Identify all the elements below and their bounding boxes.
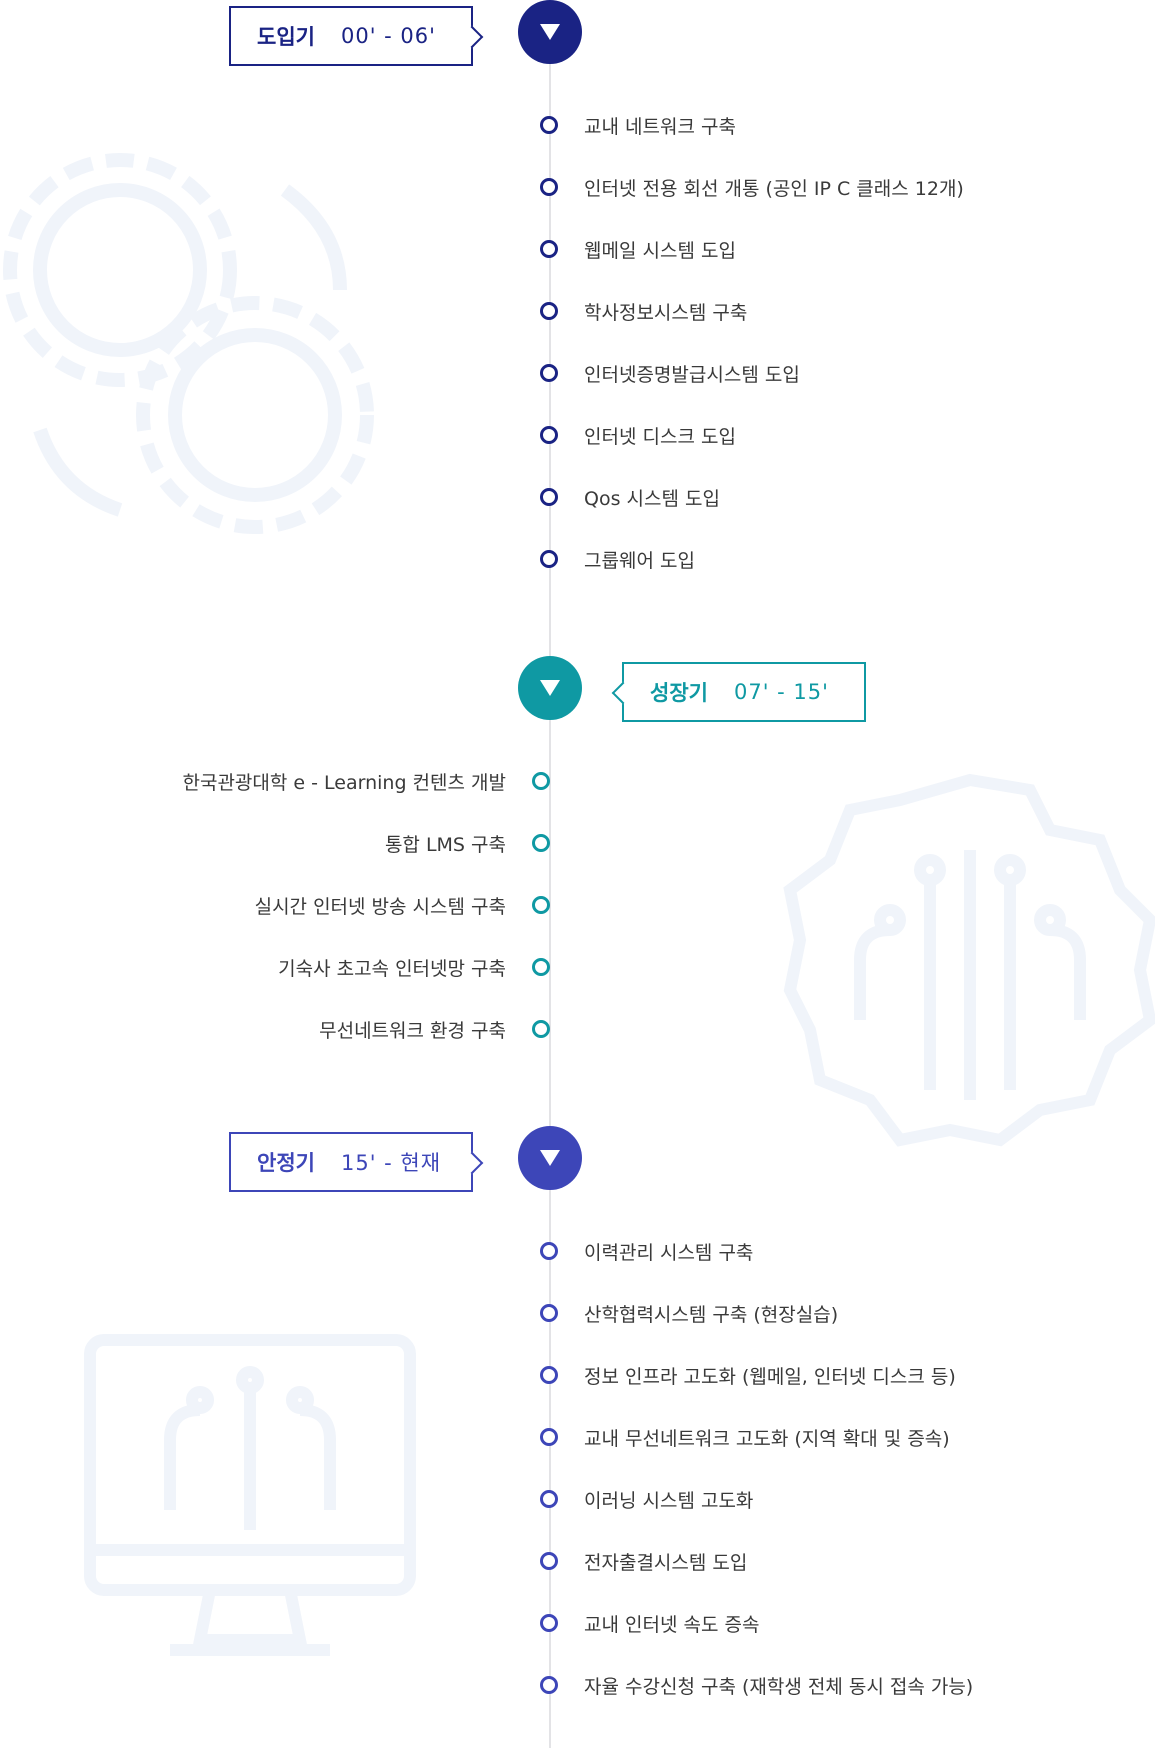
list-item: 이러닝 시스템 고도화: [540, 1484, 753, 1514]
bullet-dot-icon: [540, 1614, 558, 1632]
circuit-monitor-icon: [84, 1334, 416, 1656]
phase-marker-3: [518, 1126, 582, 1190]
bullet-dot-icon: [532, 958, 550, 976]
phase-marker-1: [518, 0, 582, 64]
bullet-dot-icon: [540, 1304, 558, 1322]
circuit-gear-icon: [783, 773, 1155, 1147]
list-item: 자율 수강신청 구축 (재학생 전체 동시 접속 가능): [540, 1670, 973, 1700]
triangle-down-icon: [540, 1150, 560, 1166]
phase-label-2: 성장기 07' - 15': [611, 662, 866, 722]
list-item: 교내 네트워크 구축: [540, 110, 736, 140]
bullet-dot-icon: [540, 1676, 558, 1694]
timeline-line: [549, 40, 551, 1748]
bullet-dot-icon: [540, 488, 558, 506]
bullet-dot-icon: [540, 116, 558, 134]
bullet-dot-icon: [540, 1428, 558, 1446]
bullet-dot-icon: [540, 1242, 558, 1260]
bullet-dot-icon: [540, 240, 558, 258]
triangle-down-icon: [540, 24, 560, 40]
list-item: 기숙사 초고속 인터넷망 구축: [278, 952, 550, 982]
bullet-dot-icon: [540, 550, 558, 568]
list-item: 이력관리 시스템 구축: [540, 1236, 753, 1266]
phase-name: 도입기: [257, 25, 315, 49]
list-item: 통합 LMS 구축: [385, 828, 550, 858]
phase-name: 성장기: [650, 681, 708, 705]
list-item: 실시간 인터넷 방송 시스템 구축: [255, 890, 550, 920]
list-item: 학사정보시스템 구축: [540, 296, 747, 326]
bullet-dot-icon: [532, 834, 550, 852]
bullet-dot-icon: [540, 178, 558, 196]
gears-icon: [3, 153, 374, 534]
phase-range: 00' - 06': [340, 24, 436, 48]
phase-name: 안정기: [257, 1151, 315, 1175]
phase-label-3: 안정기 15' - 현재: [229, 1132, 484, 1192]
bullet-dot-icon: [540, 1552, 558, 1570]
list-item: 무선네트워크 환경 구축: [319, 1014, 550, 1044]
bullet-dot-icon: [540, 426, 558, 444]
list-item: 웹메일 시스템 도입: [540, 234, 736, 264]
bullet-dot-icon: [532, 772, 550, 790]
phase-marker-2: [518, 656, 582, 720]
bullet-dot-icon: [532, 896, 550, 914]
list-item: Qos 시스템 도입: [540, 482, 720, 512]
list-item: 전자출결시스템 도입: [540, 1546, 747, 1576]
phase-range: 15' - 현재: [340, 1151, 442, 1175]
list-item: 그룹웨어 도입: [540, 544, 695, 574]
phase-range: 07' - 15': [733, 680, 829, 704]
triangle-down-icon: [540, 680, 560, 696]
bullet-dot-icon: [540, 364, 558, 382]
list-item: 인터넷 디스크 도입: [540, 420, 736, 450]
list-item: 교내 무선네트워크 고도화 (지역 확대 및 증속): [540, 1422, 950, 1452]
list-item: 인터넷 전용 회선 개통 (공인 IP C 클래스 12개): [540, 172, 964, 202]
list-item: 한국관광대학 e - Learning 컨텐츠 개발: [182, 766, 550, 796]
list-item: 인터넷증명발급시스템 도입: [540, 358, 800, 388]
list-item: 정보 인프라 고도화 (웹메일, 인터넷 디스크 등): [540, 1360, 956, 1390]
phase-label-1: 도입기 00' - 06': [229, 6, 484, 66]
bullet-dot-icon: [540, 1490, 558, 1508]
list-item: 산학협력시스템 구축 (현장실습): [540, 1298, 838, 1328]
bullet-dot-icon: [540, 1366, 558, 1384]
bullet-dot-icon: [532, 1020, 550, 1038]
bullet-dot-icon: [540, 302, 558, 320]
list-item: 교내 인터넷 속도 증속: [540, 1608, 759, 1638]
